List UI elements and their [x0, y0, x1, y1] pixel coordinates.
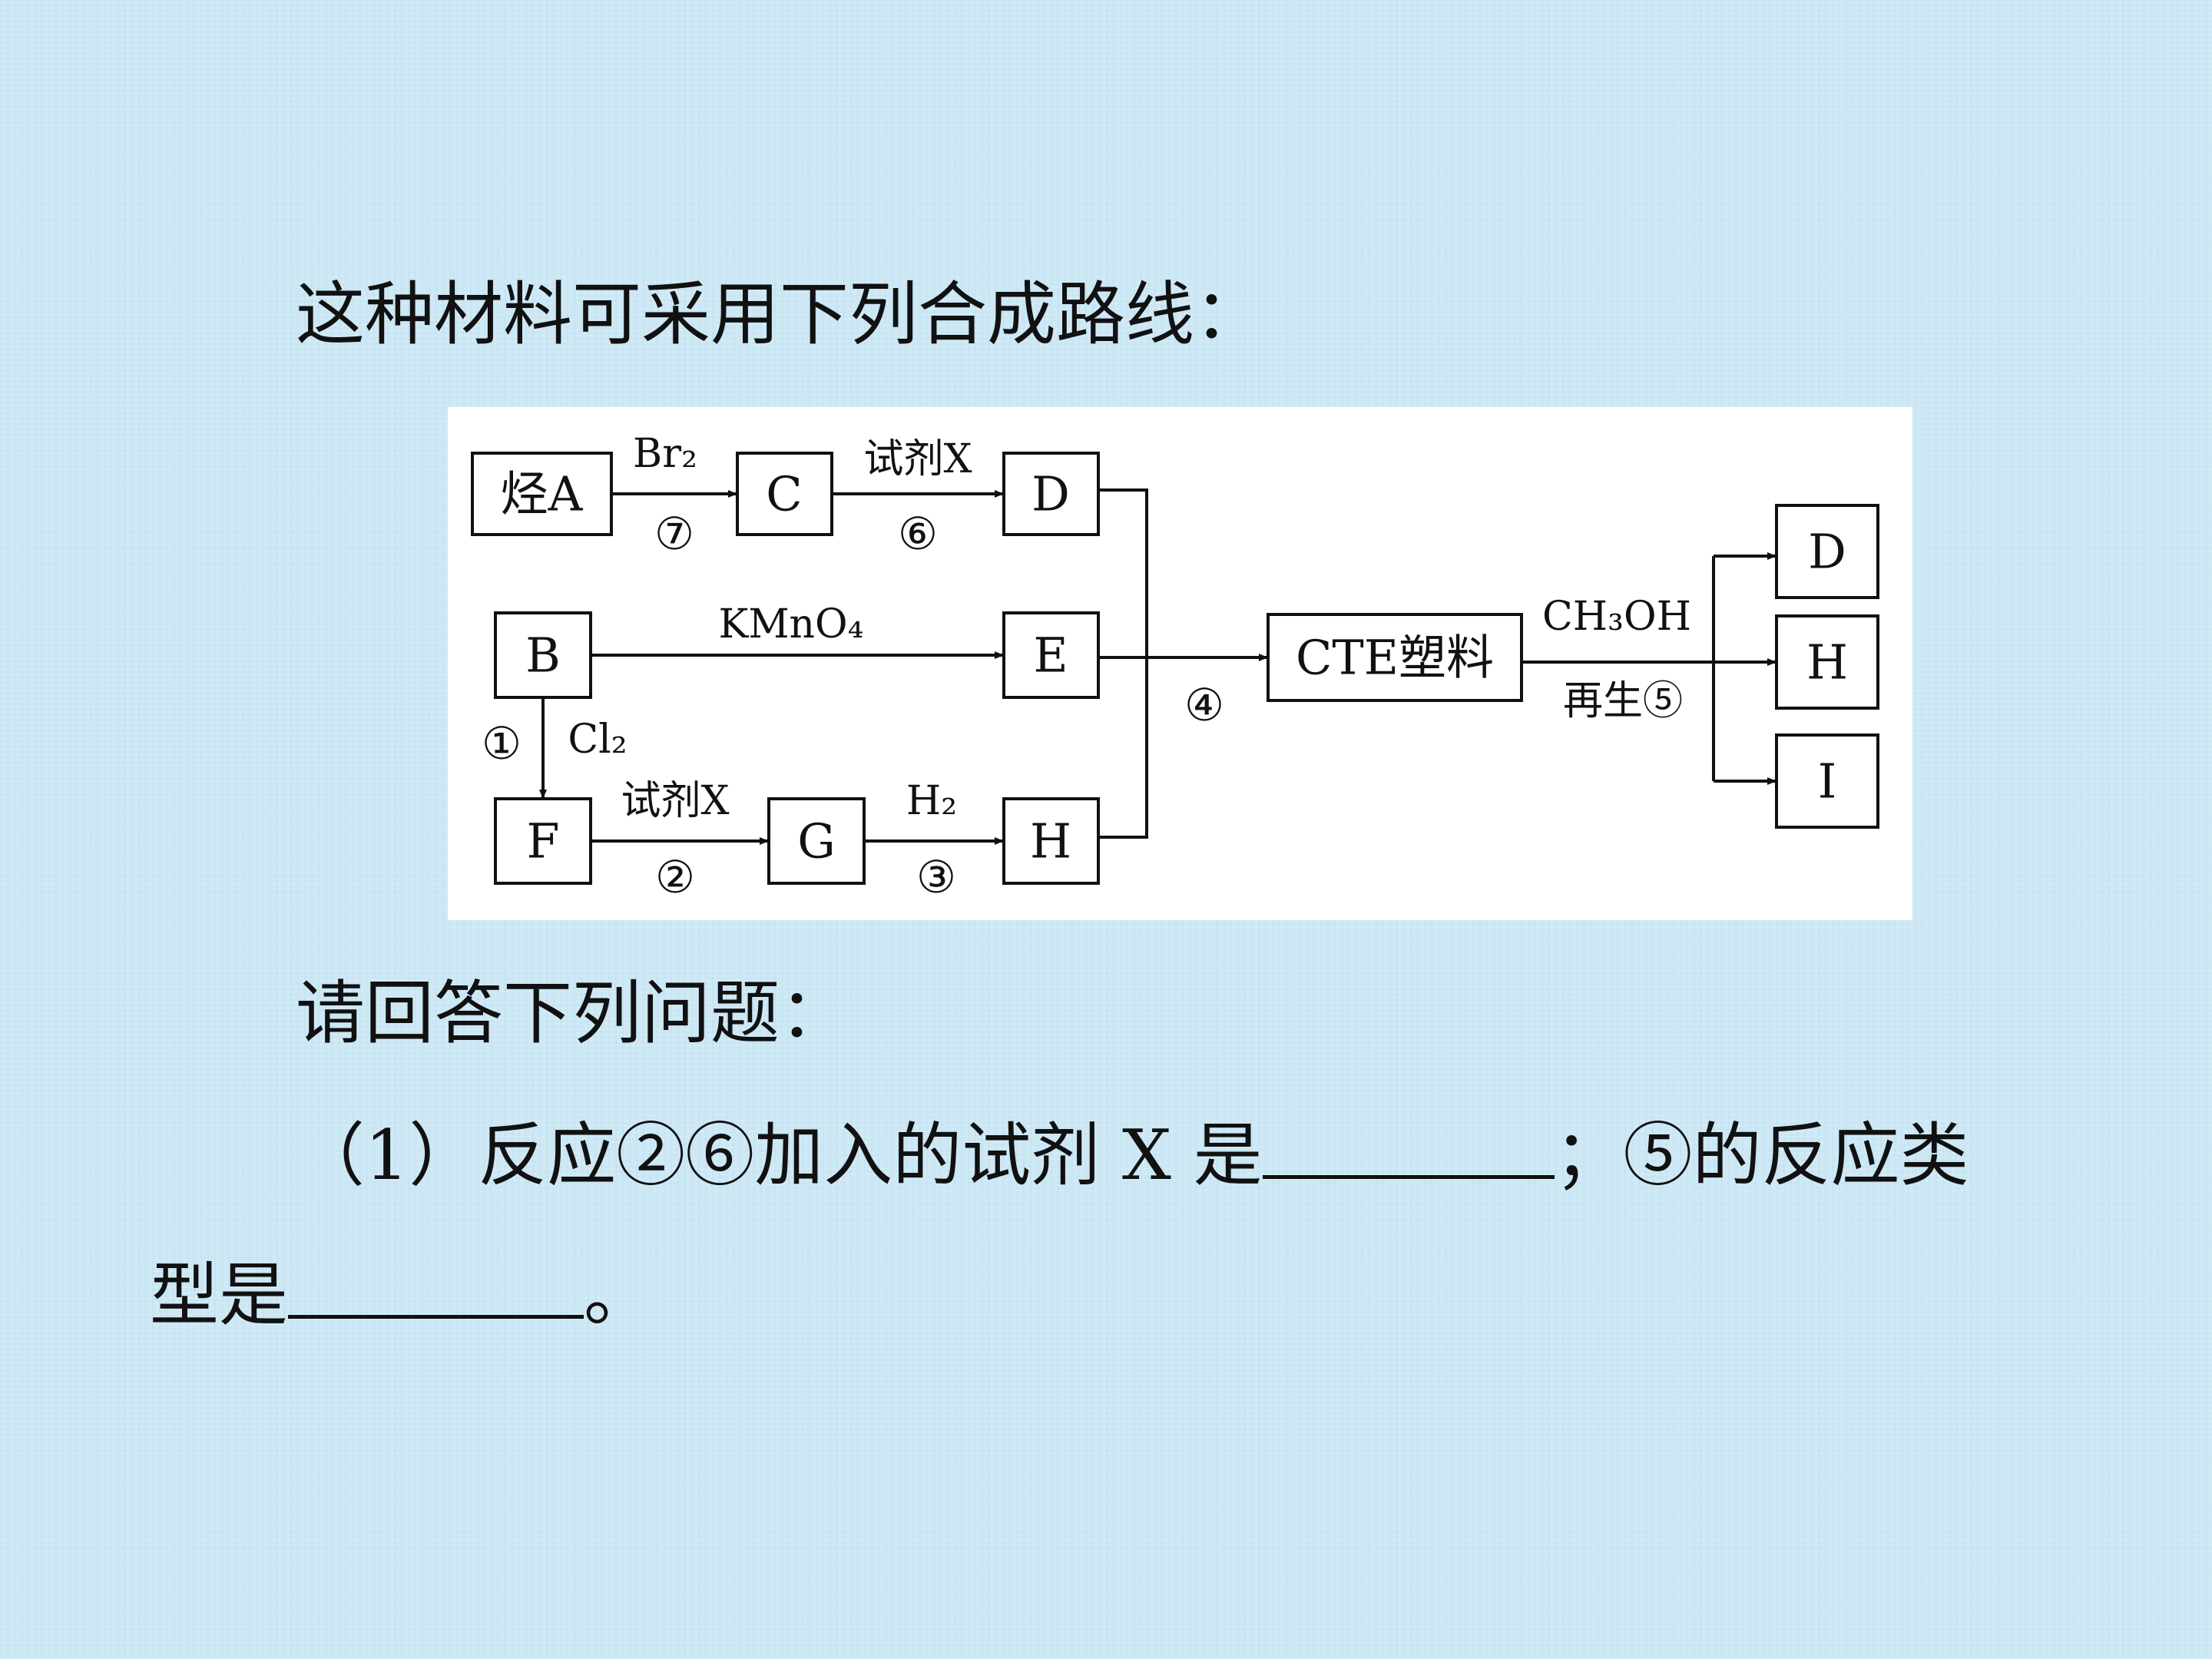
question-part-3: 型是: [150, 1255, 288, 1336]
label-step3: ③: [916, 851, 956, 903]
node-box-d2: [1775, 504, 1879, 599]
question-part-1: （1）反应②⑥加入的试剂 X 是: [296, 1115, 1263, 1196]
label-kmno4: KMnO₄: [718, 601, 863, 647]
intro-text: 这种材料可采用下列合成路线：: [296, 274, 1263, 355]
node-box-i: [1775, 733, 1879, 829]
question-part-2: ；⑤的反应类: [1554, 1115, 1969, 1196]
label-regen: 再生⑤: [1563, 678, 1683, 724]
label-step4: ④: [1184, 679, 1224, 731]
node-d2: D: [1808, 524, 1846, 580]
answer-blank-2[interactable]: [288, 1252, 584, 1319]
node-box-e: [1002, 611, 1100, 699]
label-cl2: Cl₂: [568, 717, 627, 763]
node-box-a: [471, 452, 613, 536]
label-step2: ②: [655, 851, 695, 903]
label-ch3oh: CH₃OH: [1542, 594, 1691, 640]
node-box-g: [767, 797, 866, 885]
node-h2: H: [1806, 634, 1848, 690]
prompt-text: 请回答下列问题：: [296, 973, 849, 1054]
synthesis-route-diagram: 烃A C D B E F G H CTE塑料 D H I Br₂ ⑦ 试剂X ⑥…: [448, 407, 1912, 920]
label-br2: Br₂: [633, 431, 697, 477]
node-c: C: [766, 466, 802, 522]
node-f: F: [526, 813, 559, 869]
question-part-4: 。: [584, 1255, 653, 1336]
node-g: G: [797, 813, 836, 869]
label-step1: ①: [482, 717, 522, 770]
node-e: E: [1033, 628, 1068, 684]
merge-bracket: [1098, 488, 1148, 839]
node-box-f: [494, 797, 592, 885]
node-cte: CTE塑料: [1296, 630, 1494, 686]
label-step7: ⑦: [654, 508, 694, 560]
node-a: 烃A: [501, 466, 584, 522]
node-box-h2: [1775, 614, 1879, 710]
node-box-c: [736, 452, 833, 536]
question-line-2: 型是 。: [150, 1252, 653, 1338]
answer-blank-1[interactable]: [1262, 1112, 1555, 1179]
question-line-1: （1）反应②⑥加入的试剂 X 是 ；⑤的反应类: [296, 1112, 1969, 1198]
label-h2-reagent: H₂: [906, 778, 957, 824]
label-reagent-x-top: 试剂X: [863, 436, 972, 482]
label-step6: ⑥: [898, 508, 938, 560]
node-b: B: [525, 628, 561, 684]
node-h: H: [1030, 813, 1071, 869]
node-d: D: [1031, 466, 1070, 522]
label-reagent-x-bottom: 试剂X: [621, 778, 729, 824]
node-box-d: [1002, 452, 1100, 536]
node-i: I: [1818, 753, 1837, 810]
